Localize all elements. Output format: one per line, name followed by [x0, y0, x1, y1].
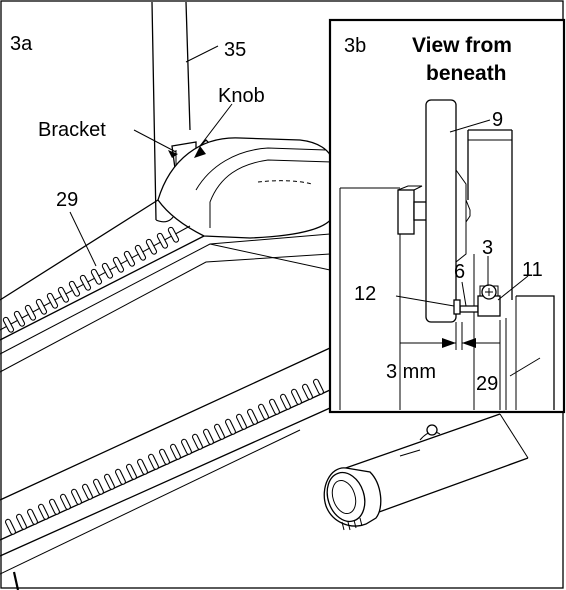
- panel-3a-leaders: [69, 45, 233, 267]
- motor-hood: [157, 137, 521, 247]
- callout-knob: Knob: [218, 85, 265, 107]
- step-label-3b: 3b: [344, 35, 366, 57]
- callout-12: 12: [354, 283, 376, 305]
- hinge-block: [397, 185, 429, 235]
- rail-29-inset: [515, 295, 555, 410]
- callout-6: 6: [454, 261, 465, 283]
- end-cap: [323, 467, 382, 531]
- leader-knob: [199, 103, 233, 147]
- leader-29a: [69, 211, 97, 267]
- leader-bracket: [133, 129, 177, 153]
- stabilizer-tube: [339, 413, 529, 517]
- knob-arrow: [194, 146, 206, 158]
- upper-rail: [0, 199, 331, 355]
- lower-rail: [0, 347, 331, 590]
- leader-6: [461, 281, 467, 307]
- magnet-12: [453, 299, 461, 315]
- rail-upright: [467, 129, 513, 410]
- leader-11: [497, 275, 529, 301]
- screw-3: [481, 284, 497, 300]
- callout-29-3a: 29: [56, 189, 78, 211]
- leader-29b: [509, 357, 541, 377]
- leader-35: [185, 45, 219, 63]
- clip-6: [459, 305, 479, 313]
- callout-29-3b: 29: [476, 373, 498, 395]
- panel-3b-leaders: [395, 119, 541, 377]
- bracket-arrow: [168, 150, 178, 158]
- block-11: [477, 285, 501, 317]
- step-label-3a: 3a: [10, 33, 33, 55]
- walking-belt: [0, 243, 331, 373]
- lower-rail-slots: [4, 378, 324, 535]
- upper-rail-slots: [2, 226, 180, 333]
- callout-35: 35: [224, 39, 246, 61]
- callout-gap-3mm: 3 mm: [386, 361, 436, 383]
- callout-3: 3: [482, 237, 493, 259]
- leader-12: [395, 295, 455, 307]
- gap-dimension: [400, 322, 500, 350]
- inset-title-line1: View from: [412, 34, 512, 57]
- callout-bracket: Bracket: [38, 119, 106, 141]
- panel-3b: 3b View from beneath 9 3 6 11 12 3 mm 29: [328, 18, 566, 414]
- leader-9: [449, 119, 491, 133]
- pad-9: [425, 99, 471, 323]
- inset-title-line2: beneath: [426, 62, 507, 85]
- callout-9: 9: [492, 109, 503, 131]
- callout-11: 11: [522, 259, 543, 281]
